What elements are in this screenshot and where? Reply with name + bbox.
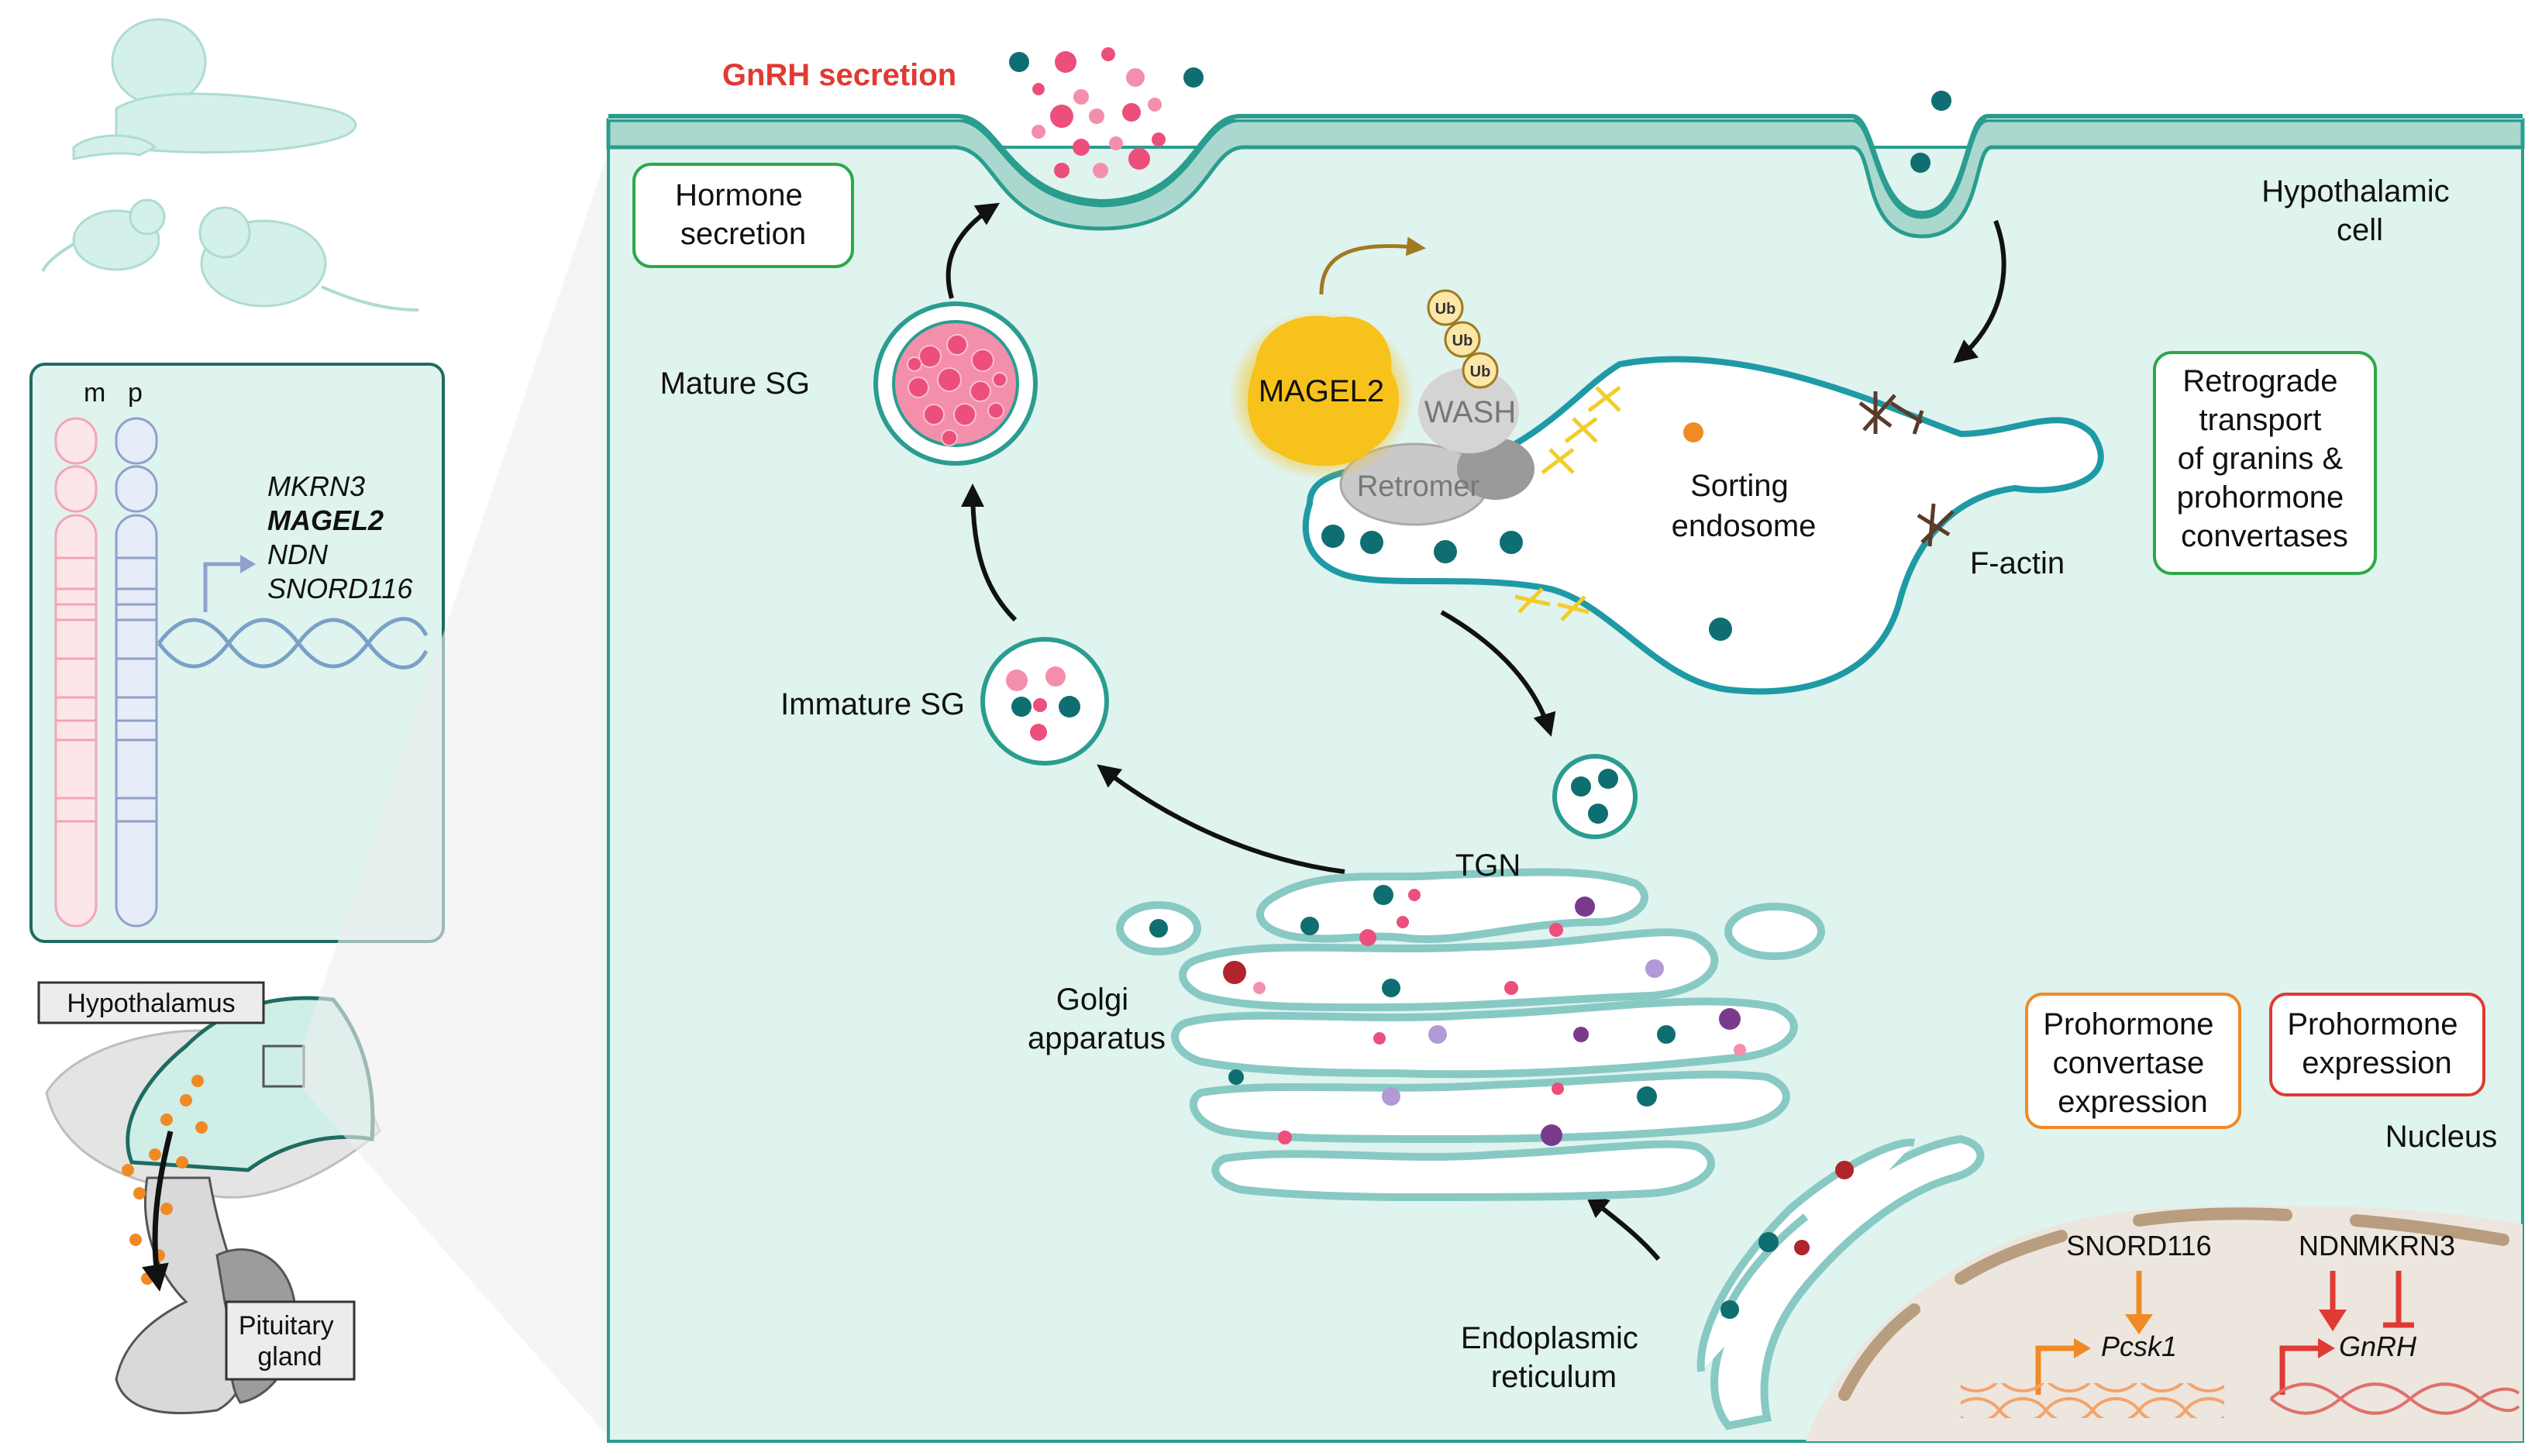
immature-sg-label: Immature SG	[780, 687, 965, 721]
endosome-derived-vesicle	[1552, 754, 1638, 839]
nuclear-envelope	[1838, 1207, 2509, 1401]
wash-complex	[1418, 368, 1519, 453]
ndn-label: NDN	[2299, 1230, 2359, 1262]
promoter-arrow	[203, 562, 244, 612]
pcsk1-promoter	[2035, 1345, 2077, 1395]
nucleus-label: Nucleus	[2385, 1120, 2498, 1154]
infant-and-mice-illustration	[41, 18, 419, 312]
gnrh-promoter	[2279, 1345, 2321, 1395]
gene-list: MKRN3 MAGEL2 NDN SNORD116	[267, 470, 413, 604]
pituitary-label-box	[225, 1300, 356, 1381]
immature-secretory-granule	[980, 637, 1109, 766]
tgn-label: TGN	[1455, 848, 1521, 883]
extracellular-cargo-dot	[1931, 91, 1951, 111]
mkrn3-inhibition	[2383, 1271, 2414, 1328]
prohormone-convertase-expression-label: Prohormone convertase expression	[2043, 1007, 2222, 1119]
retrograde-transport-label: Retrograde transport of granins & prohor…	[2177, 364, 2353, 553]
chromosome-p-label: p	[128, 378, 143, 408]
er-cargo	[1720, 1161, 1854, 1319]
mature-secretory-granule	[873, 301, 1038, 466]
sorting-endosome-label: Sorting endosome	[1672, 469, 1817, 543]
gnrh-dna	[2269, 1382, 2520, 1415]
f-actin-label: F-actin	[1970, 546, 2065, 580]
endoplasmic-reticulum	[1696, 1134, 1985, 1430]
f-actin-icon	[1858, 391, 1955, 547]
golgi-label: Golgi apparatus	[1028, 983, 1166, 1055]
sorting-endosome	[1302, 356, 2104, 695]
endocytosed-cargo-dot	[1910, 153, 1931, 173]
dna-helix	[157, 617, 429, 669]
gene-ndn: NDN	[267, 539, 329, 570]
gene-magel2: MAGEL2	[267, 504, 384, 536]
maternal-chromosome	[54, 417, 98, 928]
promoter-arrow-head	[240, 555, 256, 573]
prohormone-expression-label: Prohormone expression	[2287, 1007, 2466, 1080]
endosome-cargo-orange	[1683, 422, 1703, 442]
endosome-actin-yellow	[1514, 386, 1621, 621]
ubiquitin-icon	[1427, 289, 1499, 389]
retrograde-transport-box	[2153, 351, 2377, 575]
golgi-apparatus	[1116, 868, 1825, 1202]
magel2-label: MAGEL2	[1259, 374, 1384, 408]
hypothalamus-label-box	[37, 981, 265, 1024]
pcsk1-dna	[1961, 1383, 2224, 1418]
retromer-complex	[1339, 438, 1534, 526]
mkrn3-label: MKRN3	[2358, 1230, 2455, 1262]
gnrh-secretion-label: GnRH secretion	[722, 58, 956, 92]
gene-mkrn3: MKRN3	[267, 470, 365, 502]
hormone-secretion-box	[632, 163, 854, 268]
prohormone-convertase-expression-box	[2025, 993, 2241, 1129]
wash-label: WASH	[1424, 395, 1517, 429]
zoom-projection	[302, 139, 612, 1441]
pituitary-label: Pituitary gland	[239, 1311, 341, 1372]
gnrh-gene-label: GnRH	[2339, 1330, 2417, 1362]
ub-label-3: Ub	[1470, 363, 1491, 380]
hypothalamus-label: Hypothalamus	[67, 989, 235, 1018]
chromosome-m-label: m	[84, 378, 105, 408]
magel2-activation-arrow	[1319, 236, 1426, 295]
secretory-pathway-arrows	[945, 202, 2006, 1261]
ub-label-1: Ub	[1435, 301, 1456, 318]
er-label: Endoplasmic reticulum	[1461, 1321, 1647, 1394]
paternal-chromosome	[115, 417, 158, 928]
snord116-label: SNORD116	[2066, 1230, 2211, 1262]
ub-label-2: Ub	[1452, 332, 1473, 349]
retromer-label: Retromer	[1357, 470, 1480, 503]
gene-snord116: SNORD116	[267, 573, 413, 604]
endosome-cargo-teal	[1321, 525, 1732, 641]
mature-sg-label: Mature SG	[660, 367, 810, 401]
pcsk1-gene-label: Pcsk1	[2101, 1330, 2177, 1362]
prohormone-expression-box	[2269, 993, 2485, 1096]
plasma-membrane	[606, 118, 2525, 239]
golgi-cargo	[1149, 885, 1746, 1146]
magel2-protein	[1228, 310, 1414, 480]
hormone-secretion-label: Hormone secretion	[675, 178, 811, 251]
secreted-gnrh-granules	[1009, 47, 1204, 178]
hypothalamic-cell-label: Hypothalamic cell	[2261, 174, 2458, 247]
